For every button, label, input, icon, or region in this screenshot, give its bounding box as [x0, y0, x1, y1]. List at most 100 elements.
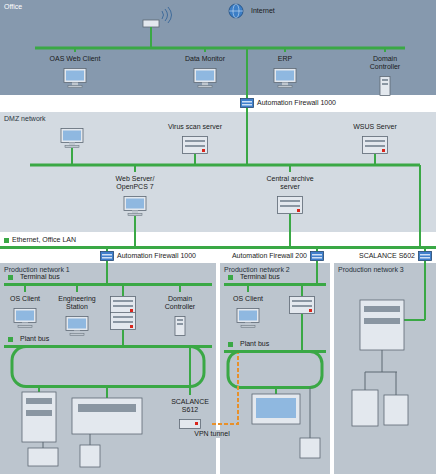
globe-symbol	[229, 4, 243, 18]
field-device	[80, 445, 100, 467]
node-label: Virus scan server	[164, 120, 226, 134]
field-device	[300, 438, 320, 458]
network-zone: InternetOAS Web ClientData MonitorERPDom…	[0, 0, 436, 95]
controller-rack	[360, 300, 404, 350]
network-wire	[284, 48, 286, 52]
pc-icon	[63, 68, 87, 88]
network-zone: Virus scan serverWSUS ServerWeb Server/ …	[0, 112, 436, 232]
network-wire	[374, 154, 376, 165]
server-slot	[113, 305, 133, 307]
node-label: Domain Controller	[355, 52, 415, 74]
drive-slot	[177, 323, 183, 325]
wireless-wave	[165, 9, 168, 21]
node-label: Production network 2	[220, 263, 330, 277]
network-wire	[424, 263, 426, 320]
bus-heading: Terminal bus	[4, 273, 212, 281]
keyboard	[65, 146, 79, 148]
network-wire	[246, 48, 248, 98]
server-case	[290, 297, 315, 314]
server-icon	[182, 136, 208, 154]
firewall-stripe	[102, 257, 112, 259]
bus-line: Plant bus	[4, 335, 212, 348]
field-wire	[310, 388, 311, 439]
bus-line: Plant bus	[224, 340, 326, 353]
server-case	[278, 197, 303, 214]
security-mark	[382, 149, 385, 152]
node-label: Automation Firewall 1000	[257, 99, 336, 107]
monitor-screen	[239, 311, 257, 321]
small-icon	[179, 419, 201, 429]
field-device	[384, 395, 408, 425]
zone-ground	[334, 263, 436, 474]
monitor-stand	[132, 211, 138, 214]
server-slot	[113, 300, 133, 302]
node-label: SCALANCE S612	[167, 395, 213, 417]
security-mark	[297, 209, 300, 212]
network-wire	[204, 48, 206, 52]
device-box: Central archive server	[255, 172, 325, 214]
device-box: OS Client	[4, 292, 46, 328]
network-wire	[38, 387, 40, 393]
pc-icon	[193, 68, 217, 88]
network-zone: Terminal bus OS ClientPlant bus Production…	[220, 263, 330, 474]
bus-line: Terminal bus	[224, 273, 326, 286]
fw-icon	[100, 251, 114, 261]
network-link	[424, 261, 426, 263]
firewall-symbol	[241, 99, 254, 108]
bus-heading: Terminal bus	[224, 273, 326, 281]
rack-module	[364, 306, 400, 312]
device-box: Domain Controller	[355, 52, 415, 96]
monitor-stand	[202, 83, 208, 86]
monitor-screen	[196, 71, 214, 81]
node-label: DMZ network	[0, 112, 436, 126]
globe-icon	[228, 3, 244, 19]
node-label: Ethernet, Office LAN	[12, 236, 76, 244]
field-device	[28, 448, 58, 466]
field-wire	[43, 442, 44, 448]
network-wire	[71, 148, 73, 165]
security-mark	[130, 309, 133, 312]
monitor-screen	[276, 71, 294, 81]
rack-module	[26, 398, 52, 404]
device-box: Virus scan server	[160, 120, 230, 154]
field-device	[352, 390, 378, 426]
monitor-case	[66, 317, 88, 331]
fw-icon	[418, 251, 432, 261]
monitor-case	[124, 197, 146, 211]
field-wire	[365, 372, 397, 373]
node-label: OS Client	[6, 292, 44, 306]
bus-marker	[8, 275, 13, 280]
network-zone: Production network 3	[334, 263, 436, 474]
network-wire	[404, 319, 425, 321]
server-slot	[292, 300, 312, 302]
node-label: WSUS Server	[349, 120, 401, 134]
device-box: Data Monitor	[175, 52, 235, 88]
router-symbol	[143, 20, 159, 27]
bus-line: Terminal bus	[4, 273, 212, 286]
firewall-box: Automation Firewall 1000	[100, 251, 196, 261]
pc-icon	[13, 308, 37, 328]
security-mark	[309, 309, 312, 312]
tower-icon	[174, 316, 186, 336]
server-case	[363, 137, 388, 154]
pc-icon	[236, 308, 260, 328]
device-box: OS Client	[226, 292, 270, 328]
field-wire	[365, 372, 366, 390]
device-box: ERP	[265, 52, 305, 88]
device-box: WSUS Server	[345, 120, 405, 154]
server-case	[111, 313, 136, 330]
server-slot	[280, 200, 300, 202]
keyboard	[128, 214, 142, 216]
network-zone: Terminal busOS ClientEngineering Station…	[0, 263, 216, 474]
zone-ground	[0, 0, 436, 95]
server-slot	[185, 145, 205, 147]
firewall-stripe	[420, 254, 430, 256]
network-wire	[301, 286, 303, 296]
monitor-screen	[63, 131, 81, 141]
rack-module	[26, 410, 52, 416]
firewall-stripe	[420, 257, 430, 259]
firewall-stripe	[242, 101, 252, 103]
node-label: ERP	[274, 52, 296, 66]
monitor-case	[274, 69, 296, 83]
rack-module	[78, 404, 136, 412]
